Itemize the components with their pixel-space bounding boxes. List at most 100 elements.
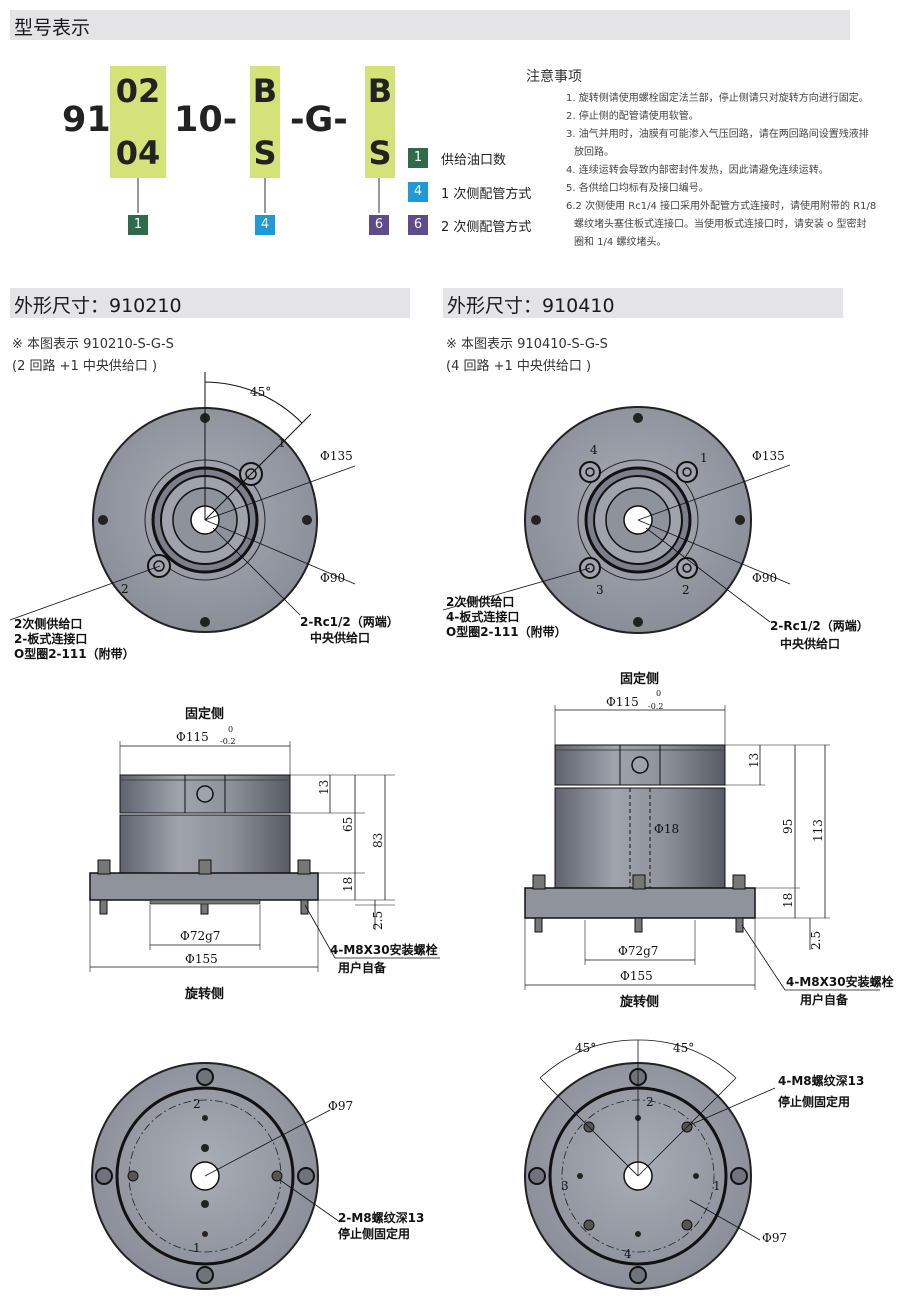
note-item: 6.2 次侧使用 Rc1/4 接口采用外配管方式连接时，请使用附带的 R1/8 <box>566 201 877 212</box>
section-header-model: 型号表示 <box>10 10 850 40</box>
right-rc-label-1: 2-Rc1/2（两端） <box>770 618 869 633</box>
left-d115: Φ115 <box>176 730 209 744</box>
left-top-view <box>9 372 356 633</box>
right-m8-label-1: 4-M8螺纹深13 <box>778 1073 864 1088</box>
left-port-label-1: 2次侧供给口 <box>14 616 82 631</box>
right-d18: Φ18 <box>654 822 679 836</box>
left-bolt-label-2: 用户自备 <box>337 960 387 975</box>
right-fixed-label: 固定侧 <box>620 671 659 687</box>
bolt-hole <box>98 515 108 525</box>
right-tol-lo: -0.2 <box>648 702 663 711</box>
bolt-head <box>196 1266 214 1284</box>
right-bolt-label-2: 用户自备 <box>799 992 849 1007</box>
code-box-3-bottom: S <box>368 134 392 172</box>
right-side-view <box>524 705 880 991</box>
port-1 <box>676 461 698 483</box>
right-bottom-num-1: 1 <box>713 1179 721 1193</box>
code-tag-6: 6 <box>369 215 389 235</box>
left-h25: 2.5 <box>371 911 385 930</box>
left-bottom-num-2: 2 <box>193 1097 201 1111</box>
right-d97: Φ97 <box>762 1231 787 1245</box>
note-item: 5. 各供给口均标有及接口编号。 <box>566 183 709 194</box>
code-mid: 10- <box>174 100 238 140</box>
left-d97: Φ97 <box>328 1099 353 1113</box>
bolt-head <box>196 1068 214 1086</box>
code-sep: -G- <box>290 100 348 140</box>
bolt-hole <box>200 617 210 627</box>
right-m8-label-2: 停止侧固定用 <box>778 1094 850 1109</box>
bolt-head <box>297 1167 315 1185</box>
right-bottom-num-3: 3 <box>561 1179 569 1193</box>
legend-text-1: 供给油口数 <box>441 153 507 168</box>
note-item: 1. 旋转侧请使用螺栓固定法兰部，停止侧请只对旋转方向进行固定。 <box>566 93 869 104</box>
code-tag-1: 1 <box>128 215 148 235</box>
bolt-hole <box>531 515 541 525</box>
notes-list: 1. 旋转侧请使用螺栓固定法兰部，停止侧请只对旋转方向进行固定。 2. 停止侧的… <box>566 90 900 252</box>
port-4 <box>579 461 601 483</box>
code-box-3-top: B <box>367 72 393 110</box>
note-item: 放回路。 <box>574 147 614 158</box>
right-d155: Φ155 <box>620 969 653 983</box>
right-rot-label: 旋转侧 <box>619 994 659 1010</box>
left-port-label-3: O型圈2-111（附带） <box>14 646 135 661</box>
code-tag-4: 4 <box>255 215 275 235</box>
left-subtitle-2: (2 回路 +1 中央供给口 ) <box>12 359 158 374</box>
left-h18: 18 <box>341 877 355 892</box>
legend-tag-1: 1 <box>408 148 428 168</box>
legend-text-6: 2 次侧配管方式 <box>441 220 532 235</box>
left-bolt-label-1: 4-M8X30安装螺栓 <box>330 942 438 957</box>
section-header-910410: 外形尺寸：910410 <box>443 288 843 318</box>
right-bolt-label-1: 4-M8X30安装螺栓 <box>786 974 894 989</box>
right-rc-label-2: 中央供给口 <box>780 636 840 651</box>
code-box-1: 02 04 <box>110 66 166 178</box>
right-bottom-view <box>524 1039 776 1290</box>
left-bottom-view <box>91 1062 341 1290</box>
right-angle-left: 45° <box>575 1041 596 1055</box>
right-port-label-3: O型圈2-111（附带） <box>446 624 567 639</box>
left-tol-lo: -0.2 <box>220 737 235 746</box>
left-d155: Φ155 <box>185 952 218 966</box>
right-bottom-num-4: 4 <box>624 1247 632 1261</box>
note-item: 2. 停止侧的配管请使用软管。 <box>566 111 699 122</box>
bolt-hole <box>735 515 745 525</box>
right-port-num-3: 3 <box>596 583 604 597</box>
legend-text-4: 1 次侧配管方式 <box>441 187 532 202</box>
code-box-2-top: B <box>252 72 278 110</box>
bolt-hole <box>633 413 643 423</box>
left-angle-label: 45° <box>250 385 271 399</box>
left-port-num-2: 2 <box>121 582 129 596</box>
left-h65: 65 <box>341 817 355 832</box>
right-d72: Φ72g7 <box>618 944 658 958</box>
left-tol-hi: 0 <box>228 725 233 734</box>
left-h83: 83 <box>371 833 385 848</box>
legend-tag-4: 4 <box>408 182 428 202</box>
right-top-view <box>442 406 791 634</box>
right-h18: 18 <box>781 893 795 908</box>
right-subtitle-2: (4 回路 +1 中央供给口 ) <box>446 359 592 374</box>
right-port-label-1: 2次侧供给口 <box>446 594 514 609</box>
right-tol-hi: 0 <box>656 689 661 698</box>
left-d90: Φ90 <box>320 571 345 585</box>
note-item: 3. 油气并用时，油膜有可能渗入气压回路，请在两回路间设置残液排 <box>566 129 869 140</box>
code-box-1-bottom: 04 <box>115 134 161 172</box>
left-d72: Φ72g7 <box>180 929 220 943</box>
bolt-hole <box>633 617 643 627</box>
right-bottom-num-2: 2 <box>646 1095 654 1109</box>
section-title-910210: 外形尺寸：910210 <box>14 295 182 317</box>
left-rc-label-2: 中央供给口 <box>310 630 370 645</box>
right-angle-right: 45° <box>673 1041 694 1055</box>
legend-tag-6: 6 <box>408 215 428 235</box>
bolt-head <box>528 1167 546 1185</box>
bolt-head <box>730 1167 748 1185</box>
bolt-head <box>629 1266 647 1284</box>
right-port-label-2: 4-板式连接口 <box>446 609 519 624</box>
note-item: 4. 连续运转会导致内部密封件发热，因此请避免连续运转。 <box>566 165 829 176</box>
left-bottom-num-1: 1 <box>193 1241 201 1255</box>
left-fixed-label: 固定侧 <box>185 706 224 722</box>
section-header-910210: 外形尺寸：910210 <box>10 288 410 318</box>
port-2 <box>676 557 698 579</box>
right-port-num-1: 1 <box>700 451 708 465</box>
left-d135: Φ135 <box>320 449 353 463</box>
